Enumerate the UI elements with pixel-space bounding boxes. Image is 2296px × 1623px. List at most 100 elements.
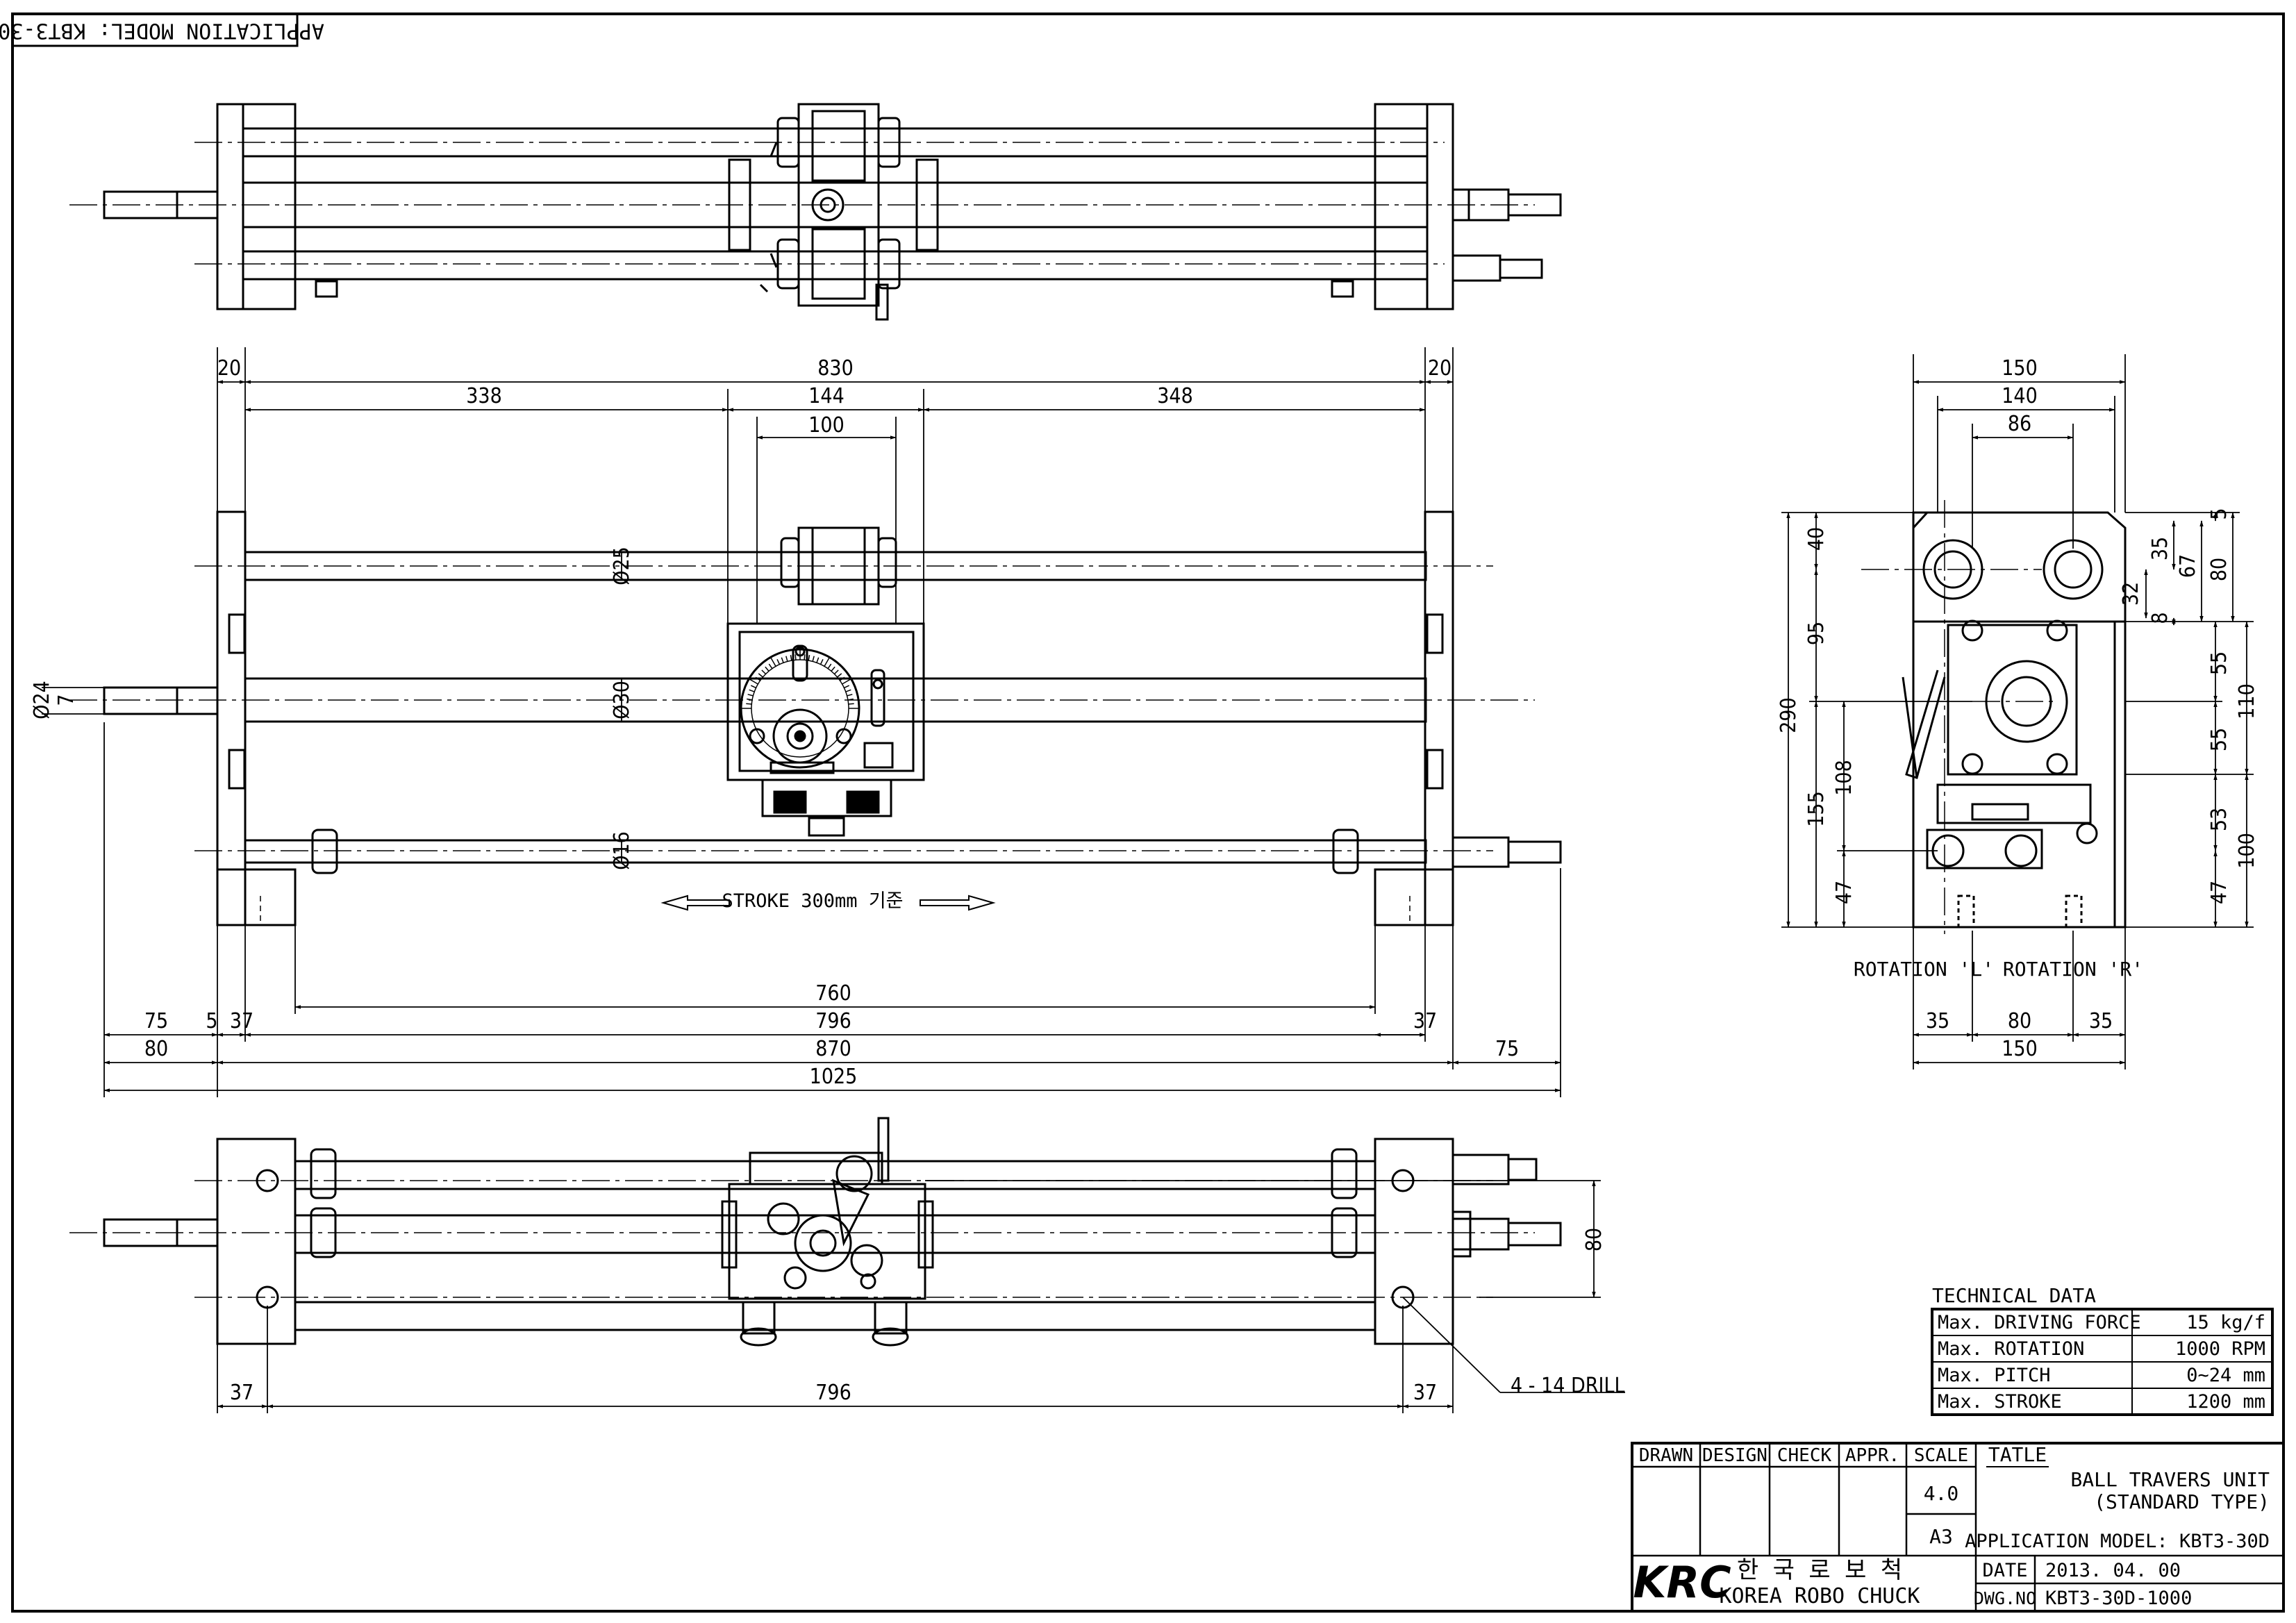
top-view (69, 103, 1562, 321)
lever-icon (1905, 669, 1946, 779)
krc-logo: KRC (1633, 1557, 1731, 1608)
main-shaft (244, 677, 1427, 723)
dim-760: 760 (815, 981, 851, 1006)
dim-side-290: 290 (1777, 697, 1801, 733)
dim-side-67: 67 (2176, 554, 2200, 578)
dial-tick (839, 676, 845, 681)
right-end-plate (1424, 510, 1454, 926)
guide-shaft (244, 551, 1427, 581)
dimension-labels: 20 830 20 338 144 348 100 Ø25 Ø30 Ø16 Ø2… (30, 356, 2259, 1405)
dial-tick (845, 689, 851, 692)
dial-graduations (741, 649, 859, 709)
dwg-value: KBT3-30D-1000 (2045, 1588, 2192, 1609)
dim-dia-24: Ø24 (30, 681, 54, 719)
dial-tick (747, 694, 754, 697)
application-model-tag-text: APPLICATION MODEL: KBT3-30D (0, 19, 324, 43)
stroke-arrows (660, 894, 996, 911)
application-model-tag: APPLICATION MODEL: KBT3-30D (0, 13, 324, 47)
output-shaft (1451, 836, 1510, 868)
company-english: KOREA ROBO CHUCK (1720, 1584, 1920, 1608)
tech-row-label: Max. ROTATION (1938, 1338, 2084, 1360)
dim-side-150-bottom: 150 (2002, 1037, 2038, 1061)
dial-tick (761, 669, 767, 675)
dim-37-right: 37 (1413, 1009, 1437, 1033)
dim-top-338: 338 (466, 384, 502, 408)
title-header: SCALE (1914, 1445, 1968, 1466)
dial-tick (824, 657, 831, 667)
dim-1025: 1025 (810, 1065, 858, 1089)
dim-80: 80 (144, 1037, 168, 1061)
dim-dia-30: Ø30 (610, 681, 634, 719)
title-block: DRAWN DESIGN CHECK APPR. SCALE 4.0 A3 TA… (1631, 1442, 2285, 1613)
dim-75-right: 75 (1495, 1037, 1519, 1061)
front-view (69, 510, 1562, 926)
plan-view (69, 1117, 1562, 1347)
dim-top-20-left: 20 (217, 356, 241, 381)
dim-side-40: 40 (1804, 527, 1829, 551)
carriage-plate-left (728, 158, 751, 251)
side-view (1861, 500, 2127, 934)
tech-row-value: 1000 RPM (2175, 1338, 2265, 1360)
center-shaft (242, 181, 1429, 228)
dim-plan-37-right: 37 (1413, 1381, 1437, 1405)
left-block (216, 1138, 297, 1345)
date-label: DATE (1982, 1560, 2027, 1581)
dim-side-32: 32 (2119, 582, 2143, 606)
right-foot (1374, 868, 1454, 926)
dim-dia-25: Ø25 (610, 547, 634, 585)
dim-side-140: 140 (2002, 384, 2038, 408)
dim-side-86: 86 (2008, 412, 2031, 436)
tech-row-label: Max. STROKE (1938, 1391, 2062, 1413)
dial-tick (833, 669, 839, 675)
tech-row-value: 15 kg/f (2186, 1312, 2265, 1333)
tech-row-value: 1200 mm (2186, 1391, 2265, 1413)
dial-tick (842, 678, 851, 685)
dim-side-95: 95 (1804, 622, 1829, 645)
dwg-label: DWG.NO (1974, 1588, 2036, 1608)
dim-side-150-top: 150 (2002, 356, 2038, 381)
dim-side-8: 8 (2148, 612, 2172, 624)
upper-shaft (242, 127, 1429, 158)
dimension-line (1402, 1297, 1501, 1393)
dial-tick (770, 657, 776, 667)
dial-tick (847, 694, 853, 697)
drill-note: 4 - 14 DRILL (1511, 1374, 1625, 1398)
dial-tick (795, 654, 797, 660)
dim-side-35-right: 35 (2089, 1009, 2113, 1033)
scale-value: 4.0 (1924, 1482, 1959, 1505)
dial-tick (758, 673, 763, 678)
dial-tick (837, 673, 842, 678)
paper-size: A3 (1929, 1525, 1953, 1548)
dim-side-80: 80 (2207, 558, 2231, 581)
sheet-border (11, 13, 2285, 1613)
rail-center (294, 1214, 1376, 1254)
technical-data-table: TECHNICAL DATA Max. DRIVING FORCE 15 kg/… (1931, 1284, 2274, 1416)
title-header: CHECK (1777, 1445, 1832, 1466)
dial-tick (750, 685, 756, 689)
shaft-bore-icon (2043, 539, 2104, 600)
carriage-plan (728, 1183, 926, 1300)
dial-tick (765, 666, 770, 672)
tatle-label: TATLE (1988, 1443, 2047, 1466)
left-end-plate (216, 510, 247, 926)
dial-tick (812, 656, 815, 662)
dim-side-35-left: 35 (1926, 1009, 1949, 1033)
date-value: 2013. 04. 00 (2045, 1560, 2181, 1581)
dim-top-348: 348 (1157, 384, 1193, 408)
dial-tick (768, 663, 773, 669)
title-header: APPR. (1845, 1445, 1899, 1466)
rotation-r-label: ROTATION 'R' (2003, 958, 2143, 981)
dim-plan-796: 796 (815, 1381, 851, 1405)
drill-hole-icon (256, 1169, 279, 1192)
rotation-l-label: ROTATION 'L' (1854, 958, 1994, 981)
dim-plan-37-left: 37 (230, 1381, 253, 1405)
dim-side-155: 155 (1804, 791, 1829, 827)
left-foot (216, 868, 297, 926)
dial-tick (776, 658, 781, 665)
dial-tick (831, 666, 835, 672)
bearing-icon (811, 188, 845, 222)
dim-dia-16: Ø16 (610, 831, 634, 870)
pivot-icon (794, 1214, 852, 1272)
title-line-1: BALL TRAVERS UNIT (2070, 1468, 2270, 1491)
